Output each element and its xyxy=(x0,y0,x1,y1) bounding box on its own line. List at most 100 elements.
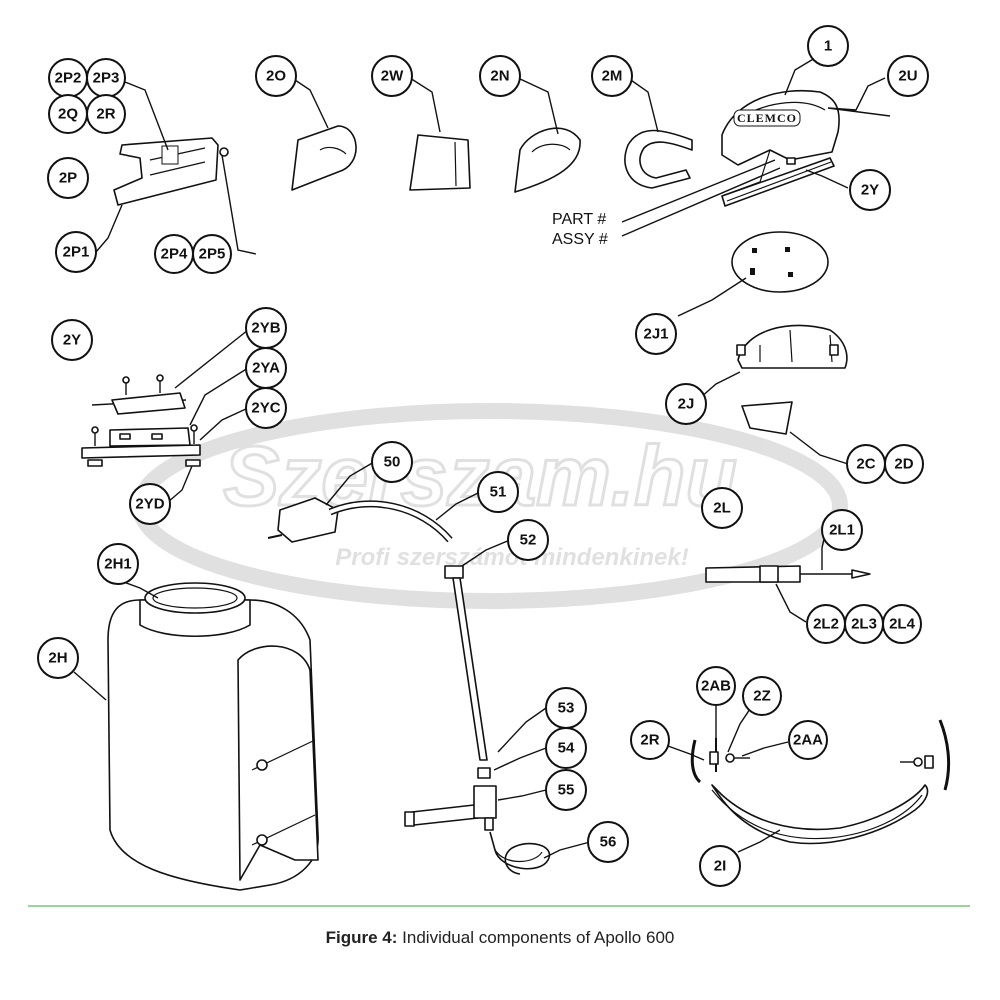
part-55-valve xyxy=(404,785,497,831)
leader-2P4-2P5 xyxy=(221,154,257,255)
callout-2L: 2L xyxy=(701,487,743,529)
svg-text:2YB: 2YB xyxy=(251,320,280,337)
callout-2AA: 2AA xyxy=(788,720,828,760)
callout-2Q: 2Q xyxy=(48,94,88,134)
svg-text:2YC: 2YC xyxy=(251,400,280,417)
callout-2Y-top: 2Y xyxy=(849,169,891,211)
part-52-hose xyxy=(444,565,488,761)
svg-text:53: 53 xyxy=(558,700,575,717)
leader-2AA xyxy=(741,741,789,757)
svg-text:2P4: 2P4 xyxy=(161,246,188,263)
leader-50 xyxy=(325,461,375,506)
callout-2H1: 2H1 xyxy=(97,543,139,585)
svg-text:2Y: 2Y xyxy=(63,332,81,349)
leader-2P3 xyxy=(124,81,169,151)
leader-56 xyxy=(543,841,591,859)
part-2W xyxy=(409,134,471,191)
callout-2AB: 2AB xyxy=(696,666,736,706)
leader-54 xyxy=(493,747,547,771)
svg-text:55: 55 xyxy=(558,782,575,799)
part-50-diffuser xyxy=(267,497,339,543)
leader-2N xyxy=(517,77,559,135)
leader-2J1 xyxy=(677,277,747,317)
svg-text:52: 52 xyxy=(520,532,537,549)
svg-text:2R: 2R xyxy=(96,106,115,123)
svg-text:2P1: 2P1 xyxy=(63,244,90,261)
callout-2I: 2I xyxy=(699,845,741,887)
part-2L-tool xyxy=(705,565,871,583)
leader-2I xyxy=(737,829,781,853)
part-2J-headgear xyxy=(736,324,848,369)
callout-2YD: 2YD xyxy=(129,483,171,525)
leader-2W xyxy=(409,77,441,133)
callout-2P1: 2P1 xyxy=(55,231,97,273)
callout-2W: 2W xyxy=(371,55,413,97)
part-51-tube xyxy=(328,500,453,543)
svg-text:2P5: 2P5 xyxy=(199,246,226,263)
helmet-shell-part: CLEMCO xyxy=(721,89,840,207)
svg-text:2L1: 2L1 xyxy=(829,522,855,539)
svg-text:2Q: 2Q xyxy=(58,106,78,123)
callout-56: 56 xyxy=(587,821,629,863)
leader-2H xyxy=(73,671,107,701)
svg-text:2P: 2P xyxy=(59,170,77,187)
callout-2YC: 2YC xyxy=(245,387,287,429)
svg-text:2N: 2N xyxy=(490,68,509,85)
leader-2C xyxy=(789,431,849,465)
leader-2P1 xyxy=(95,204,123,253)
leader-52 xyxy=(461,539,511,567)
part-2I-suspension xyxy=(690,719,951,845)
leader-2O xyxy=(291,77,329,129)
leader-2M xyxy=(627,77,659,133)
svg-text:54: 54 xyxy=(558,740,575,757)
callout-2R-bot: 2R xyxy=(630,720,670,760)
callout-50: 50 xyxy=(371,441,413,483)
callout-2P: 2P xyxy=(47,157,89,199)
svg-text:2U: 2U xyxy=(898,68,917,85)
svg-text:2I: 2I xyxy=(714,858,727,875)
leader-53 xyxy=(497,707,547,753)
part-54-fitting xyxy=(477,767,491,779)
svg-text:1: 1 xyxy=(824,38,832,55)
svg-text:2P2: 2P2 xyxy=(55,70,82,87)
leader-55 xyxy=(497,789,547,801)
callout-2J1: 2J1 xyxy=(635,313,677,355)
helmet-brand-label: CLEMCO xyxy=(737,111,797,125)
callout-2O: 2O xyxy=(255,55,297,97)
callout-2H: 2H xyxy=(37,637,79,679)
callout-2L2: 2L2 xyxy=(806,604,846,644)
figure-caption: Figure 4: Individual components of Apoll… xyxy=(0,928,1000,948)
leader-2J xyxy=(699,371,741,399)
leader-2U xyxy=(827,77,891,117)
callout-2P4: 2P4 xyxy=(154,234,194,274)
figure-caption-text: Individual components of Apollo 600 xyxy=(402,928,675,947)
callout-2L4: 2L4 xyxy=(882,604,922,644)
svg-text:2O: 2O xyxy=(266,68,286,85)
callout-2U: 2U xyxy=(887,55,929,97)
callout-2R-top: 2R xyxy=(86,94,126,134)
svg-text:2M: 2M xyxy=(602,68,623,85)
svg-text:2J1: 2J1 xyxy=(643,326,668,343)
svg-text:2L2: 2L2 xyxy=(813,616,839,633)
part-2H-bottle xyxy=(107,582,319,891)
leader-part-assy xyxy=(621,159,781,237)
svg-text:2YA: 2YA xyxy=(252,360,280,377)
leader-1 xyxy=(784,57,816,96)
leader-2YB xyxy=(174,329,249,389)
callout-51: 51 xyxy=(477,471,519,513)
leader-2Z xyxy=(727,705,753,753)
callout-52: 52 xyxy=(507,519,549,561)
part-2M xyxy=(624,129,693,189)
svg-text:2L4: 2L4 xyxy=(889,616,916,633)
callout-53: 53 xyxy=(545,687,587,729)
callout-2D: 2D xyxy=(884,444,924,484)
callout-2P2: 2P2 xyxy=(48,58,88,98)
svg-text:2AB: 2AB xyxy=(701,678,731,695)
leader-2L2 xyxy=(775,583,807,623)
callout-2N: 2N xyxy=(479,55,521,97)
part-2C-lens xyxy=(741,401,793,435)
callout-1: 1 xyxy=(807,25,849,67)
callout-2P5: 2P5 xyxy=(192,234,232,274)
part-2N xyxy=(514,127,581,193)
part-note-line2: ASSY # xyxy=(552,231,608,248)
